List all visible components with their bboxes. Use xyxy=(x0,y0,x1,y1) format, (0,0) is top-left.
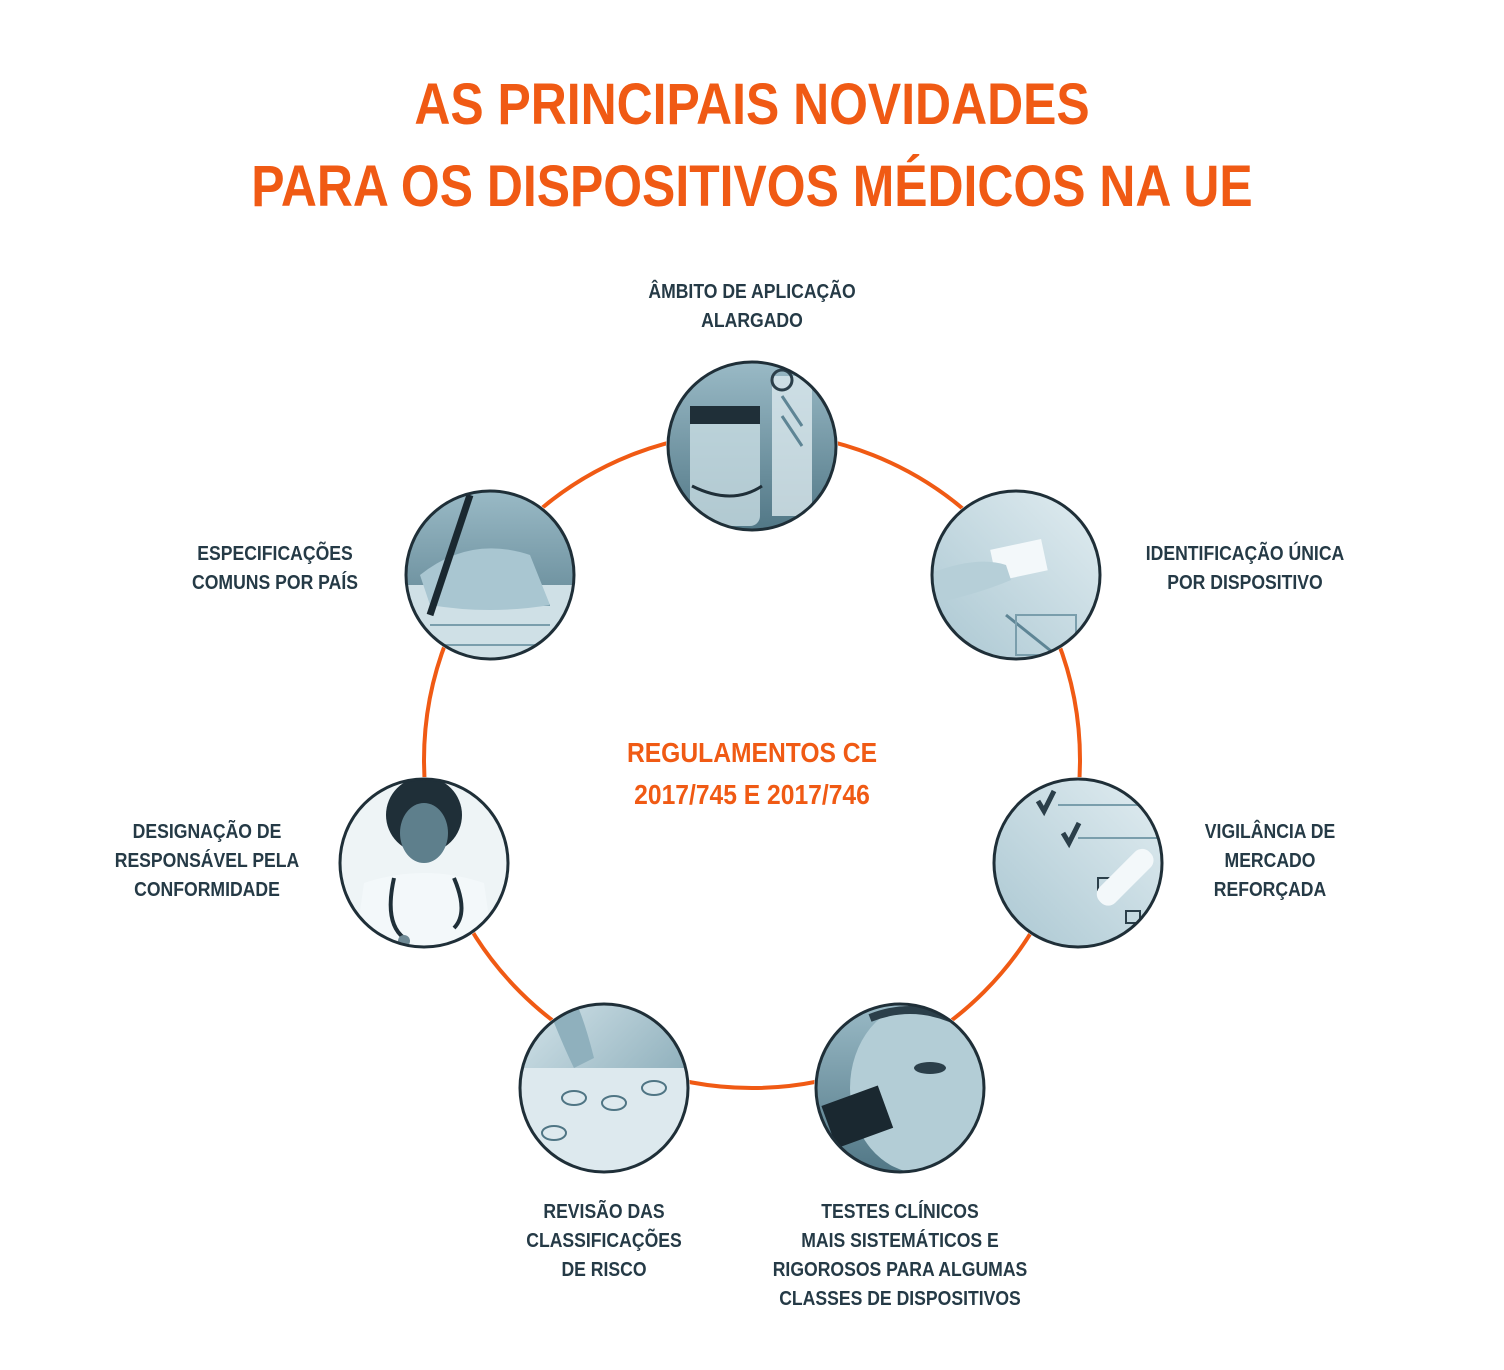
node-label-vigilancia: VIGILÂNCIA DE MERCADO REFORÇADA xyxy=(1204,821,1336,901)
node-label-testes: TESTES CLÍNICOS MAIS SISTEMÁTICOS E RIGO… xyxy=(772,1201,1028,1310)
node-photo-designacao xyxy=(338,777,510,949)
title-line-2: PARA OS DISPOSITIVOS MÉDICOS NA UE xyxy=(251,154,1253,219)
node-label-designacao: DESIGNAÇÃO DE RESPONSÁVEL PELA CONFORMID… xyxy=(114,821,300,901)
node-label-ambito: ÂMBITO DE APLICAÇÃO ALARGADO xyxy=(648,281,856,332)
title-line-1: AS PRINCIPAIS NOVIDADES xyxy=(414,72,1090,137)
node-photo-identificacao xyxy=(930,489,1102,661)
node-photo-testes xyxy=(814,1002,986,1174)
node-photo-revisao xyxy=(518,1002,690,1174)
center-label: REGULAMENTOS CE 2017/745 E 2017/746 xyxy=(626,737,878,810)
node-label-revisao: REVISÃO DAS CLASSIFICAÇÕES DE RISCO xyxy=(526,1201,682,1281)
node-photo-ambito xyxy=(666,360,838,532)
node-photo-especificacoes xyxy=(404,489,576,661)
node-label-identificacao: IDENTIFICAÇÃO ÚNICA POR DISPOSITIVO xyxy=(1145,543,1345,594)
node-label-especificacoes: ESPECIFICAÇÕES COMUNS POR PAÍS xyxy=(192,543,358,594)
node-photo-vigilancia xyxy=(992,777,1164,949)
